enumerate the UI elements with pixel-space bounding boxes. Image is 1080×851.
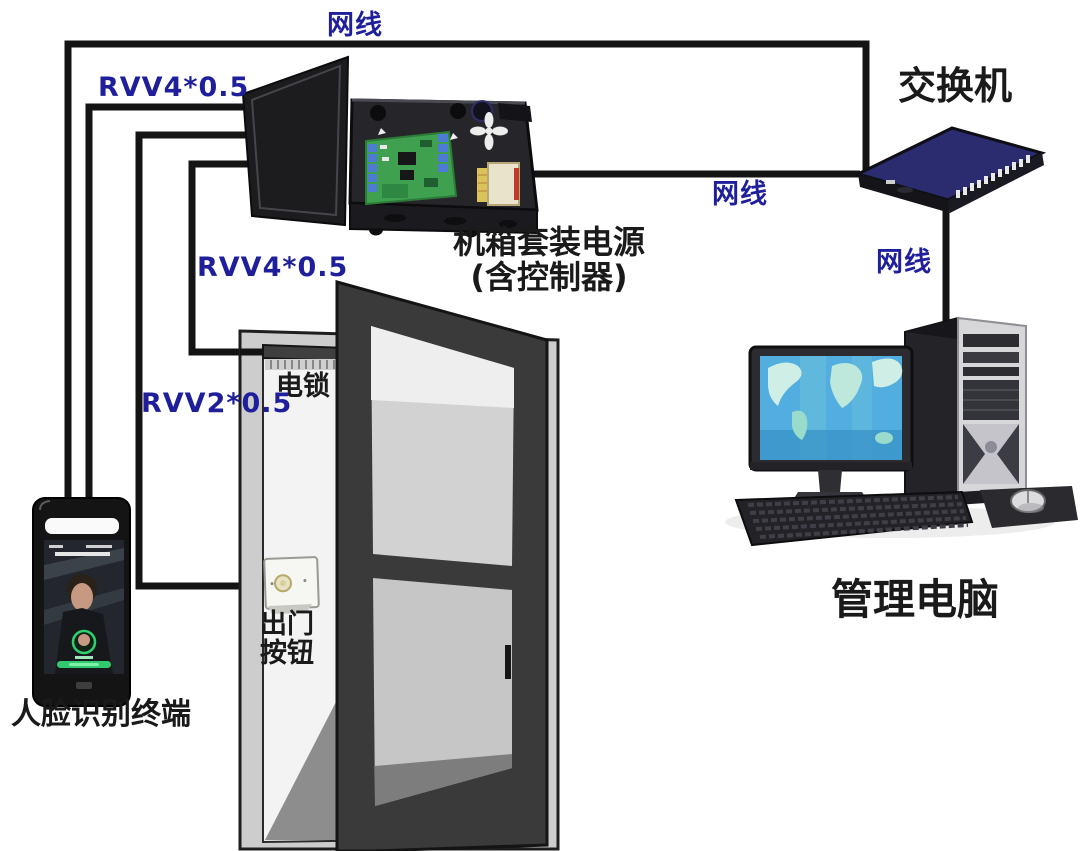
- electric-lock-label: 电锁: [276, 371, 330, 402]
- controller-pcb: [365, 130, 458, 206]
- cable-label-rvv2-exit-button: RVV2*0.5: [141, 388, 293, 419]
- switch-port-row: [956, 155, 1030, 198]
- exit-button-label-line1: 出门: [260, 609, 314, 640]
- cable-label-net-powerbox-switch: 网线: [712, 179, 768, 210]
- wire-rvv2-exit-button: [135, 131, 250, 590]
- electric-lock-body: [265, 359, 344, 370]
- door-glass-reflection: [371, 326, 514, 408]
- computer-label: 管理电脑: [831, 575, 1000, 624]
- face-terminal-label: 人脸识别终端: [11, 697, 191, 732]
- camera-bar: [45, 518, 119, 534]
- power-box-lid: [241, 55, 350, 227]
- wire-net-terminal-switch: [64, 40, 870, 504]
- door-handle: [505, 645, 511, 679]
- cable-label-net-switch-pc: 网线: [876, 247, 932, 278]
- pc-mouse: [980, 486, 1078, 528]
- wire-rvv4-lock: [188, 160, 250, 356]
- exit-button-label-line2: 按钮: [260, 638, 314, 670]
- exit-button-device: [263, 556, 320, 610]
- terminal-screen: [44, 540, 124, 674]
- pc-monitor: [748, 345, 914, 517]
- pc-keyboard: [734, 490, 974, 547]
- power-box-label: 机箱套装电源 (含控制器): [430, 225, 668, 294]
- exit-button-label: 出门 按钮: [260, 610, 314, 668]
- power-box-label-line2: (含控制器): [470, 257, 628, 296]
- face: [71, 583, 93, 611]
- exit-button-shadow: [268, 604, 312, 614]
- brand-logo: [76, 682, 92, 689]
- transformer: [477, 162, 520, 206]
- cable-label-rvv4-terminal: RVV4*0.5: [98, 72, 250, 103]
- switch-front-ports: [948, 153, 1044, 213]
- cable-label-rvv4-lock: RVV4*0.5: [197, 252, 349, 283]
- switch-label: 交换机: [898, 64, 1013, 108]
- power-box-front: [349, 201, 538, 235]
- door-glass-lower: [373, 578, 512, 806]
- floor-shadow: [265, 698, 338, 840]
- pc-tower: [904, 316, 1030, 505]
- switch-front-left: [858, 174, 950, 213]
- power-box-label-line1: 机箱套装电源: [452, 223, 645, 261]
- wire-rvv4-terminal: [85, 103, 250, 504]
- door-glass-floor: [375, 754, 512, 806]
- cable-label-net-top: 网线: [327, 10, 383, 41]
- world-map-screen: [760, 356, 903, 460]
- fan-icon: [470, 112, 508, 150]
